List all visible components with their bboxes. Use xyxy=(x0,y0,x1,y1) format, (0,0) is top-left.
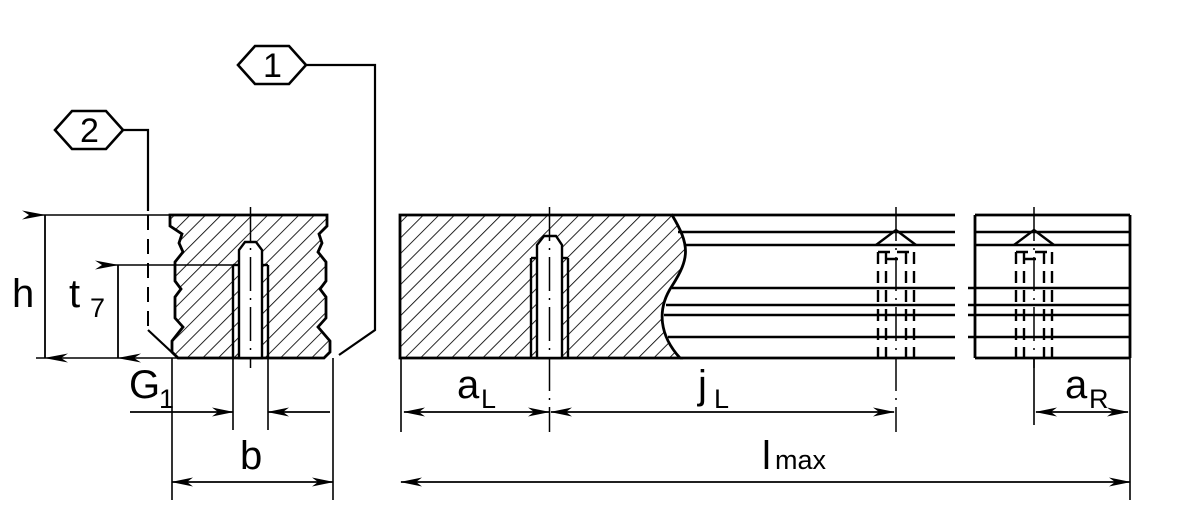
dimension-aL: a L xyxy=(400,358,550,432)
dimension-lmax: l max xyxy=(400,434,1131,487)
dimension-G1: G 1 xyxy=(129,358,330,430)
jL-label: j xyxy=(697,363,707,407)
lmax-label: l xyxy=(762,434,771,478)
rail-side-section-end xyxy=(398,207,687,432)
t7-label-sub: 7 xyxy=(90,293,105,323)
dimension-jL: j L xyxy=(550,363,895,417)
G1-label: G xyxy=(129,363,160,407)
jL-label-sub: L xyxy=(714,384,729,414)
callout-1-leader xyxy=(306,63,377,356)
aR-label: a xyxy=(1065,363,1088,407)
aL-label: a xyxy=(457,363,480,407)
t7-label: t xyxy=(69,272,80,316)
h-label: h xyxy=(12,272,34,316)
b-label: b xyxy=(240,434,262,478)
dimension-aR: a R xyxy=(1033,358,1131,500)
callout-2[interactable]: 2 xyxy=(53,109,179,359)
rail-side-profile-segment-b xyxy=(664,207,955,432)
callout-1-label: 1 xyxy=(263,47,282,85)
aR-label-sub: R xyxy=(1089,384,1109,414)
G1-label-sub: 1 xyxy=(159,384,174,414)
aL-label-sub: L xyxy=(481,384,496,414)
callout-2-label: 2 xyxy=(80,112,99,150)
rail-side-profile-segment-c xyxy=(968,207,1132,368)
dimension-b: b xyxy=(171,358,334,500)
dimension-t7: t 7 xyxy=(69,260,240,363)
callout-1[interactable]: 1 xyxy=(236,44,377,356)
rail-cross-section xyxy=(168,207,332,368)
lmax-label-sub: max xyxy=(775,445,827,475)
bolt-hole-sectioned xyxy=(535,234,564,360)
callout-2-leader-upper xyxy=(123,128,150,211)
